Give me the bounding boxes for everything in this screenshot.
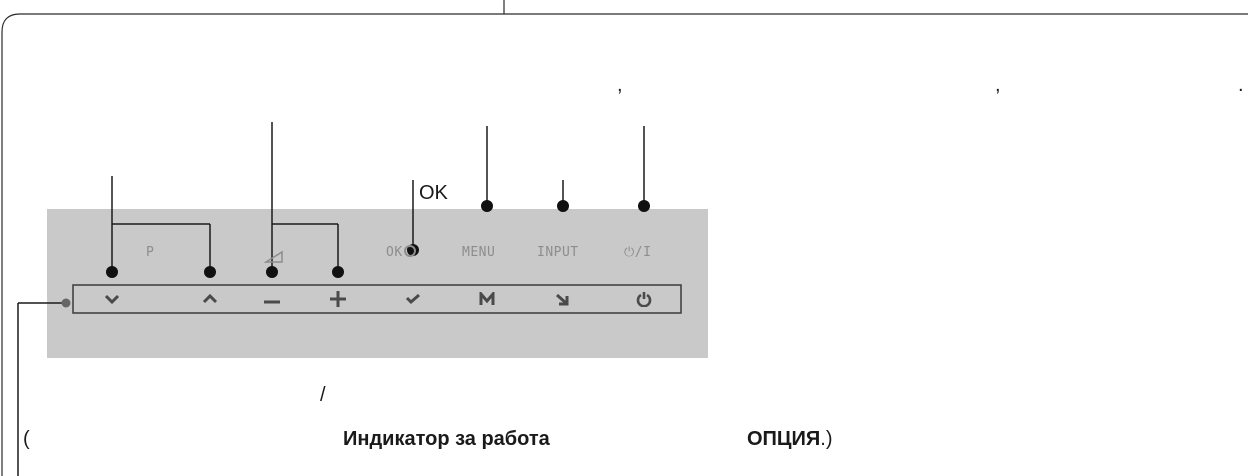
chevron-down-icon — [104, 294, 120, 305]
panel-label-input: INPUT — [537, 245, 579, 260]
option-label: ОПЦИЯ — [747, 428, 821, 450]
slash-text: / — [320, 384, 326, 406]
program-down-button[interactable] — [100, 289, 124, 309]
volume-down-button[interactable] — [260, 289, 284, 309]
callout-dot-vol-down — [266, 266, 278, 278]
input-button[interactable] — [551, 289, 575, 309]
callout-dot-menu — [481, 200, 493, 212]
top-period: . — [1238, 74, 1244, 96]
volume-up-button[interactable] — [326, 289, 350, 309]
callout-dot-p-up — [204, 266, 216, 278]
volume-triangle-icon — [263, 250, 283, 263]
menu-m-icon — [479, 292, 495, 305]
ok-callout-label: OK — [419, 182, 448, 204]
panel-label-ok: OK — [386, 245, 403, 260]
button-strip — [72, 284, 682, 314]
option-line: ОПЦИЯ.) — [747, 428, 833, 450]
checkmark-icon — [405, 293, 420, 305]
input-arrow-icon — [556, 293, 569, 306]
plus-icon — [330, 291, 346, 307]
power-button[interactable] — [632, 289, 656, 309]
program-up-button[interactable] — [198, 289, 222, 309]
callout-dot-p-down — [106, 266, 118, 278]
top-comma-1: , — [617, 74, 623, 96]
ok-button[interactable] — [401, 289, 425, 309]
minus-icon — [264, 300, 280, 304]
power-icon — [636, 292, 652, 307]
bottom-open-paren: ( — [23, 428, 30, 450]
front-panel — [47, 209, 708, 358]
indicator-dot — [61, 298, 71, 308]
panel-label-menu: MENU — [462, 245, 496, 260]
panel-ok-dot-icon — [404, 245, 416, 257]
callout-dot-vol-up — [332, 266, 344, 278]
top-comma-2: , — [995, 74, 1001, 96]
closing-text: .) — [820, 428, 833, 450]
callout-dot-input — [557, 200, 569, 212]
callout-dot-power — [638, 200, 650, 212]
indicator-label: Индикатор за работа — [343, 428, 550, 450]
panel-label-power: ⏻/I — [624, 245, 652, 260]
panel-label-p: P — [146, 245, 155, 260]
menu-button[interactable] — [475, 289, 499, 309]
chevron-up-icon — [202, 293, 218, 304]
